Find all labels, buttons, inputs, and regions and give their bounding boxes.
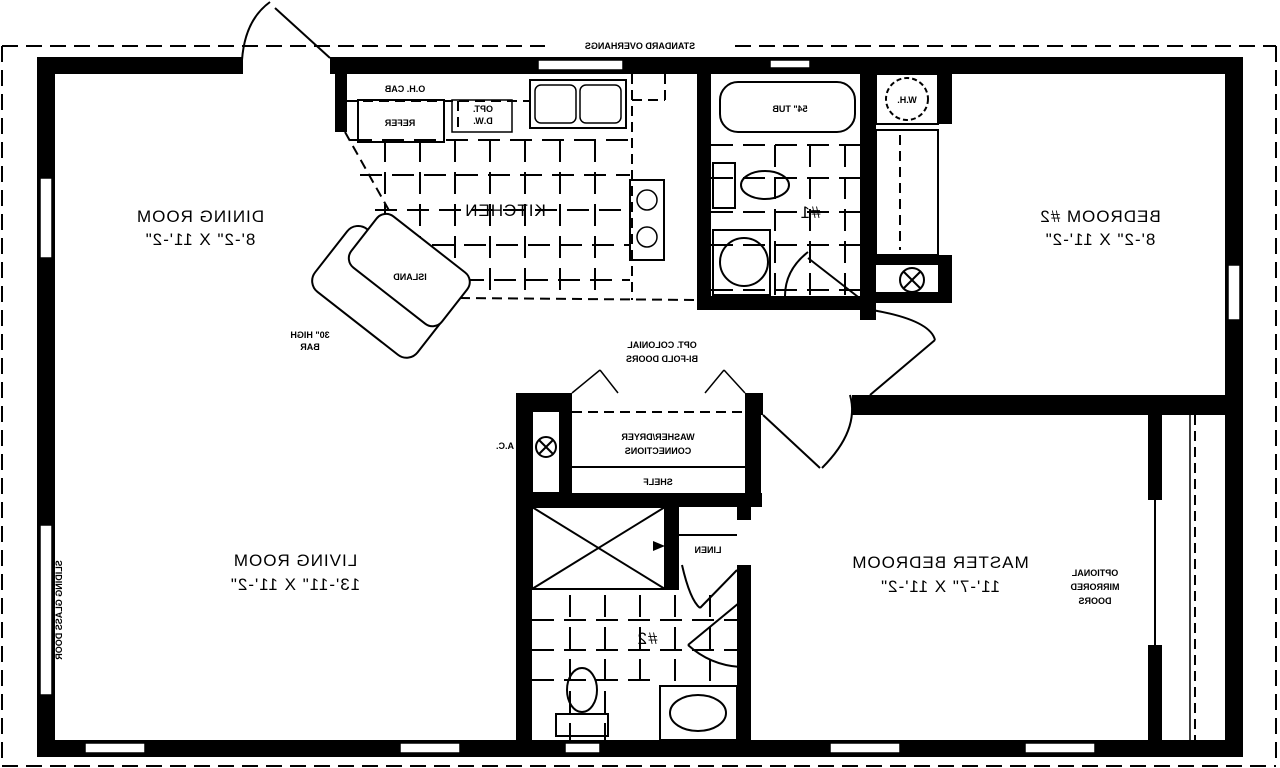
- ac-label: A.C.: [496, 441, 514, 451]
- bifold-label-1: OPT. COLONIAL: [627, 340, 697, 350]
- bar-label-2: BAR: [300, 342, 320, 352]
- bath-1-label: #1: [800, 203, 821, 222]
- dining-room-name: DINING ROOM: [136, 207, 264, 226]
- overhang-label: STANDARD OVERHANGS: [585, 41, 695, 51]
- master-bedroom-size: 11'-7" X 11'-2": [880, 577, 1000, 596]
- oh-cab-label: O.H. CAB: [384, 84, 425, 94]
- island-label: ISLAND: [393, 272, 427, 282]
- tub-label: 54" TUB: [772, 104, 808, 114]
- water-heater-label: W.H.: [897, 95, 917, 105]
- labels: STANDARD OVERHANGS DINING ROOM 8'-2" X 1…: [54, 41, 1161, 660]
- bath-1-fixtures: [711, 73, 939, 396]
- master-closet: [1154, 415, 1196, 740]
- interior-walls: [335, 74, 1242, 745]
- opt-dw-label-2: D.W.: [473, 116, 493, 126]
- living-room-name: LIVING ROOM: [233, 551, 357, 570]
- refer-label: REFER: [384, 118, 415, 128]
- washer-label-1: WASHER/DRYER: [621, 432, 695, 442]
- master-bedroom-name: MASTER BEDROOM: [851, 553, 1028, 572]
- kitchen-label: KITCHEN: [464, 201, 546, 220]
- island: [311, 212, 471, 359]
- mirrored-label-1: OPTIONAL: [1071, 568, 1118, 578]
- washer-label-2: CONNECTIONS: [625, 446, 692, 456]
- bedroom-2-size: 8'-2" X 11'-2": [1045, 230, 1156, 249]
- linen-label: LINEN: [695, 545, 722, 555]
- living-room-size: 13'-11" X 11'-2": [230, 575, 360, 594]
- dining-room-size: 8'-2" X 11'-2": [145, 230, 256, 249]
- bedroom-2-name: BEDROOM #2: [1039, 207, 1160, 226]
- kitchen-fixtures: [311, 74, 701, 359]
- bath-2-label: #2: [637, 629, 658, 648]
- laundry-fixtures: [516, 369, 854, 494]
- overhang-outline: [1, 45, 1277, 767]
- shelf-label: SHELF: [643, 477, 673, 487]
- front-door: [241, 1, 331, 74]
- mirrored-label-3: DOORS: [1078, 596, 1111, 606]
- opt-dw-label-1: OPT.: [473, 104, 493, 114]
- bath-2-fixtures: [531, 506, 746, 741]
- mirrored-label-2: MIRRORED: [1070, 582, 1119, 592]
- bifold-label-2: BI-FOLD DOORS: [626, 354, 698, 364]
- sliding-door-label: SLIDING GLASS DOOR: [54, 560, 64, 660]
- bar-label-1: 30" HIGH: [290, 330, 329, 340]
